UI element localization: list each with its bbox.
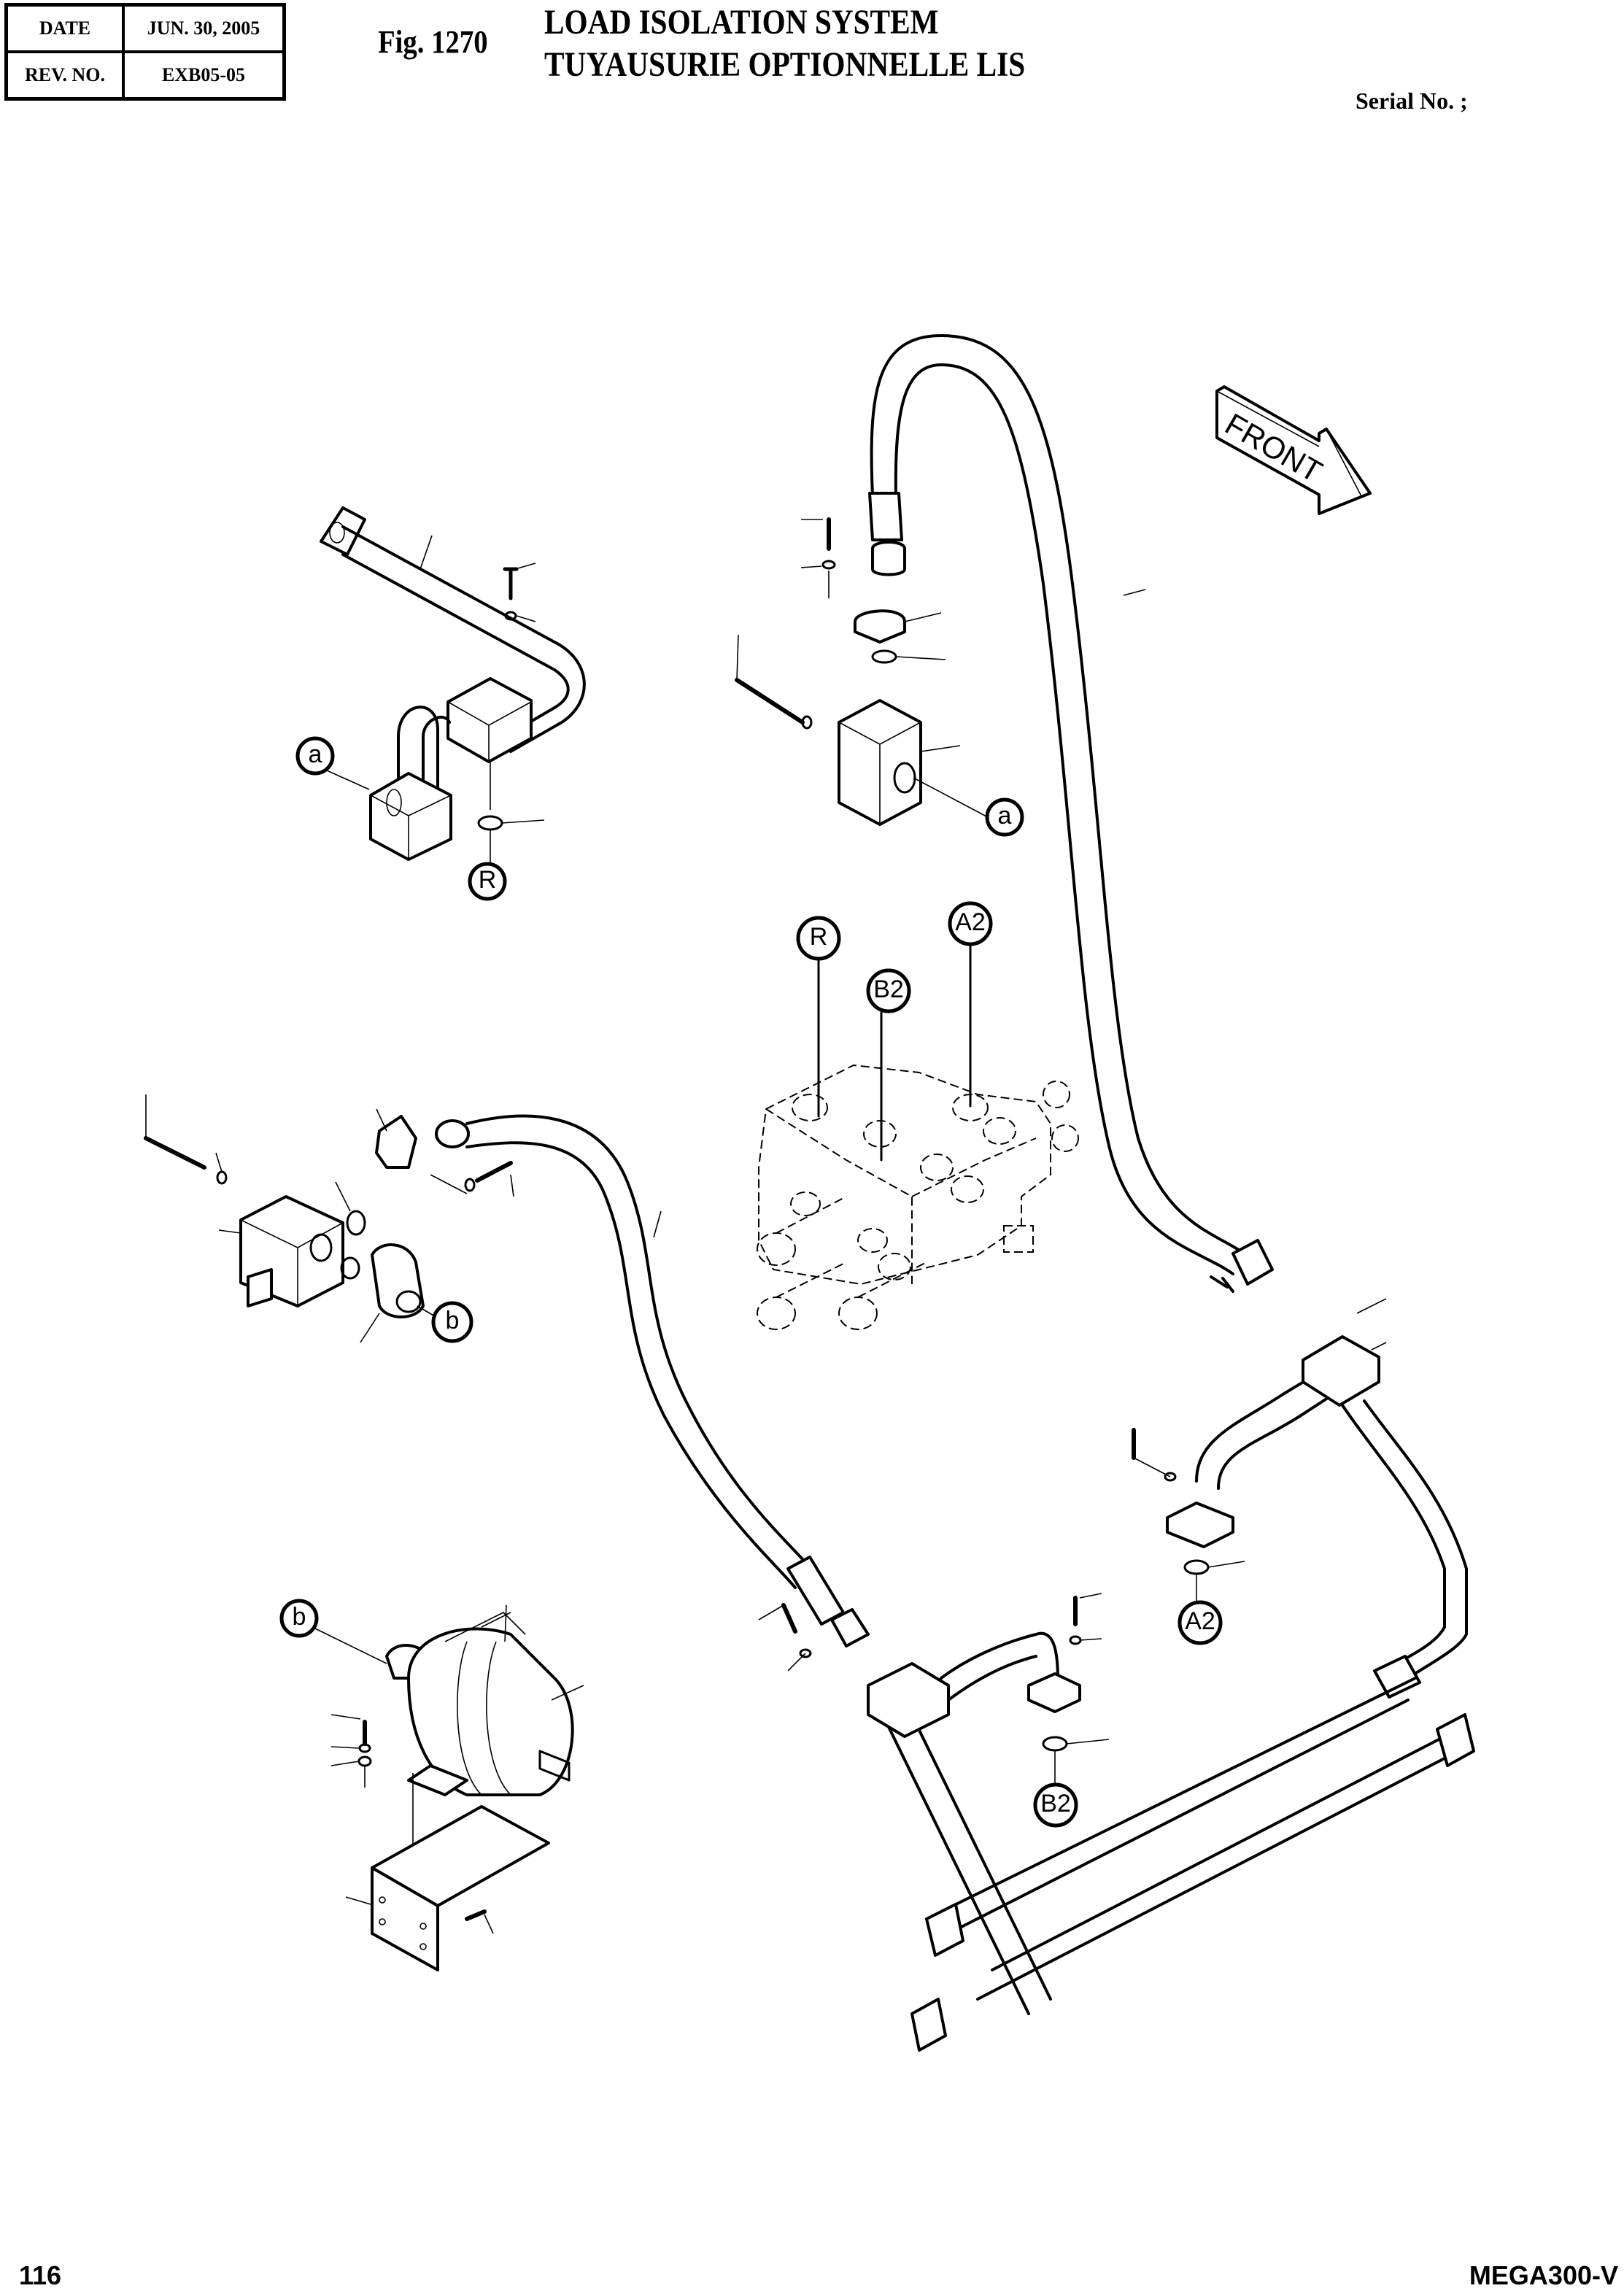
revision-table: DATE JUN. 30, 2005 REV. NO. EXB05-05 <box>4 3 286 101</box>
date-value: JUN. 30, 2005 <box>122 3 286 53</box>
title-french: TUYAUSURIE OPTIONNELLE LIS <box>544 45 1026 84</box>
figure-title: LOAD ISOLATION SYSTEM TUYAUSURIE OPTIONN… <box>544 1 1025 86</box>
left-valve-block <box>144 1094 514 1343</box>
accumulator <box>330 1604 584 1868</box>
rev-label: REV. NO. <box>4 50 125 101</box>
mounting-bracket <box>345 1805 550 1971</box>
rev-value: EXB05-05 <box>122 50 286 101</box>
model-name: MEGA300-V <box>1469 2260 1618 2290</box>
svg-text:R: R <box>479 866 497 894</box>
long-hose-right <box>868 334 1274 1293</box>
svg-text:b: b <box>446 1307 460 1334</box>
svg-text:R: R <box>810 923 828 951</box>
valve-leaders <box>817 944 972 1162</box>
upper-left-pipe-assembly <box>320 506 586 865</box>
svg-text:B2: B2 <box>1040 1790 1071 1817</box>
callout-a2-valve: A2 <box>948 901 993 946</box>
long-hose-left <box>435 1114 870 1647</box>
svg-text:A2: A2 <box>1185 1607 1215 1635</box>
serial-number: Serial No. ; <box>1356 88 1468 114</box>
callout-b2-bottom: B2 <box>1033 1782 1078 1828</box>
callout-a2-bottom: A2 <box>1178 1600 1223 1645</box>
callout-b2-valve: B2 <box>866 968 911 1013</box>
callout-r-top: R <box>468 862 507 901</box>
lower-pipe-frame <box>758 1298 1475 2052</box>
title-english: LOAD ISOLATION SYSTEM <box>544 3 939 42</box>
svg-text:B2: B2 <box>873 975 904 1003</box>
svg-text:a: a <box>998 802 1012 830</box>
page-number: 116 <box>19 2260 62 2290</box>
front-arrow: FRONT <box>1215 385 1372 515</box>
figure-number: Fig. 1270 <box>378 24 488 60</box>
callout-a-left: a <box>295 736 370 790</box>
date-label: DATE <box>4 3 125 53</box>
callout-r-valve: R <box>796 916 841 961</box>
control-valve <box>757 1064 1079 1330</box>
svg-text:a: a <box>309 741 322 768</box>
callout-b-left: b <box>431 1301 473 1343</box>
svg-text:A2: A2 <box>955 908 986 936</box>
svg-text:b: b <box>293 1603 306 1631</box>
callout-a-right: a <box>985 797 1024 837</box>
upper-valve-block <box>735 517 989 826</box>
callout-b-accumulator: b <box>279 1599 387 1664</box>
